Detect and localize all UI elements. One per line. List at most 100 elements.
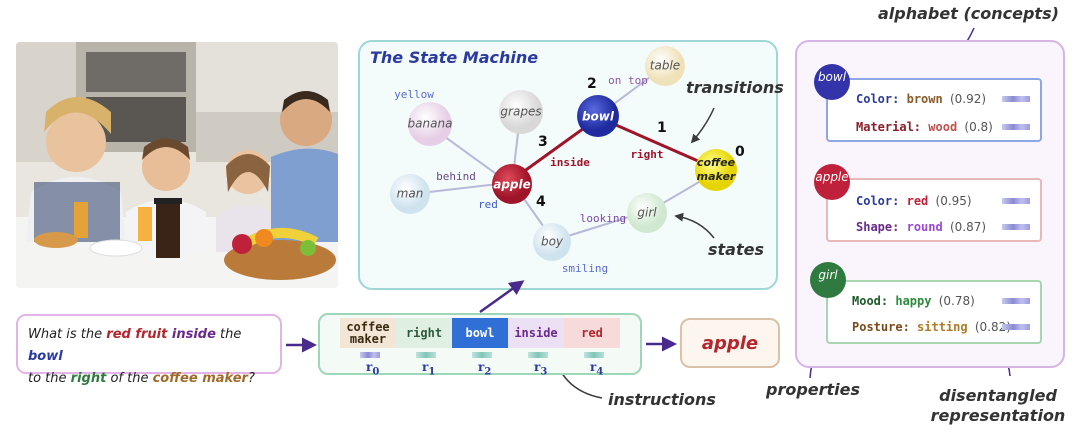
token-embedding-bar (472, 352, 492, 358)
callout-transitions: transitions (686, 78, 784, 97)
node-man-label: man (397, 187, 424, 201)
step-number-1: 1 (657, 120, 667, 136)
question-part-right: right (70, 371, 107, 386)
token-bowl: bowl (452, 318, 508, 348)
prop-value: brown (906, 92, 943, 106)
step-number-2: 2 (587, 76, 597, 92)
node-girl-label: girl (637, 206, 657, 220)
state-machine-title: The State Machine (370, 48, 539, 67)
prop-score: (0.92) (949, 92, 987, 106)
prop-key: Shape: (856, 220, 900, 234)
arrow-states (674, 212, 715, 239)
prop-score: (0.82) (974, 320, 1011, 334)
property-bar (1002, 298, 1030, 304)
node-bowl-label: bowl (582, 110, 615, 124)
prop-value: sitting (917, 320, 968, 334)
prop-score: (0.87) (949, 220, 987, 234)
edge-label-red: red (478, 198, 498, 211)
node-grapes: grapes (499, 90, 543, 134)
node-grapes-label: grapes (500, 105, 541, 119)
token-embedding-bar (416, 352, 436, 358)
node-apple: apple (492, 164, 532, 204)
kitchen-scene-illustration (16, 42, 338, 288)
edge-label-behind: behind (436, 170, 476, 183)
question-part: the (215, 327, 242, 342)
node-coffee-maker: coffee maker (695, 149, 737, 191)
prop-key: Color: (856, 194, 900, 208)
node-banana: banana (408, 102, 452, 146)
card-bowl-prop-color: Color: brown (0.92) (856, 92, 986, 106)
arrow-instructions-to-state-machine (479, 280, 525, 314)
node-table-label: table (650, 59, 680, 73)
card-bowl (826, 78, 1042, 142)
token-right: right (396, 318, 452, 348)
edge-label-right: right (630, 148, 663, 161)
question-box: What is the red fruit inside the bowl to… (16, 314, 282, 386)
r-label-0: r0 (366, 360, 380, 378)
card-apple-prop-color: Color: red (0.95) (856, 194, 972, 208)
edge-label-looking: looking (580, 212, 626, 225)
property-bar (1002, 324, 1030, 330)
prop-key: Posture: (852, 320, 910, 334)
r-label-3: r3 (534, 360, 548, 378)
arrow-transitions (690, 107, 715, 144)
badge-apple: apple (814, 164, 850, 200)
badge-girl: girl (810, 262, 846, 298)
token-inside: inside (508, 318, 564, 348)
callout-properties: properties (766, 380, 861, 399)
scene-photo (16, 42, 338, 288)
edge-label-on-top: on top (608, 74, 648, 87)
prop-key: Material: (856, 120, 922, 134)
node-man: man (390, 174, 430, 214)
node-boy-label: boy (541, 235, 564, 249)
node-girl: girl (627, 193, 667, 233)
card-bowl-prop-material: Material: wood (0.8) (856, 120, 993, 134)
prop-value: red (906, 194, 929, 208)
node-coffee-maker-label-1: coffee (697, 156, 736, 169)
r-label-1: r1 (422, 360, 436, 378)
card-girl (826, 280, 1042, 344)
callout-disentangled-line-1: disentangled (939, 386, 1057, 405)
prop-key: Mood: (852, 294, 889, 308)
property-bar (1002, 96, 1030, 102)
token-embedding-bar (584, 352, 604, 358)
callout-disentangled-representation: disentangled representation (926, 386, 1070, 426)
property-bar (1002, 224, 1030, 230)
graph-edges (411, 65, 717, 241)
token-embedding-bar (528, 352, 548, 358)
question-part-bowl: bowl (28, 349, 63, 364)
node-coffee-maker-label-2: maker (697, 170, 736, 183)
callout-states: states (708, 240, 764, 259)
card-girl-prop-mood: Mood: happy (0.78) (852, 294, 975, 308)
prop-key: Color: (856, 92, 900, 106)
prop-score: (0.95) (935, 194, 972, 208)
question-part: ? (247, 371, 255, 386)
step-number-4: 4 (536, 194, 546, 210)
property-bar (1002, 198, 1030, 204)
answer-box: apple (680, 318, 780, 368)
token-red: red (564, 318, 620, 348)
callout-disentangled-line-2: representation (930, 406, 1066, 425)
badge-bowl: bowl (814, 64, 850, 100)
token-embedding-bar (360, 352, 380, 358)
card-girl-prop-posture: Posture: sitting (0.82) (852, 320, 1011, 334)
card-apple-prop-shape: Shape: round (0.87) (856, 220, 986, 234)
r-label-2: r2 (478, 360, 492, 378)
token-coffee-maker-line-2: maker (349, 332, 387, 346)
node-apple-label: apple (493, 178, 531, 192)
question-part: to the (28, 371, 71, 386)
question-part-red-fruit: red fruit (106, 327, 168, 342)
token-coffee-maker-line-1: coffee (346, 320, 390, 334)
node-table: table (645, 46, 685, 86)
question-part-inside: inside (167, 327, 216, 342)
prop-score: (0.78) (938, 294, 975, 308)
edge-label-inside: inside (550, 156, 590, 169)
node-bowl: bowl (577, 95, 619, 137)
card-apple (826, 178, 1042, 242)
property-bar (1002, 124, 1030, 130)
question-part-coffee-maker: coffee maker (152, 371, 248, 386)
edge-label-smiling: smiling (562, 262, 608, 275)
callout-alphabet: alphabet (concepts) (878, 4, 1059, 23)
